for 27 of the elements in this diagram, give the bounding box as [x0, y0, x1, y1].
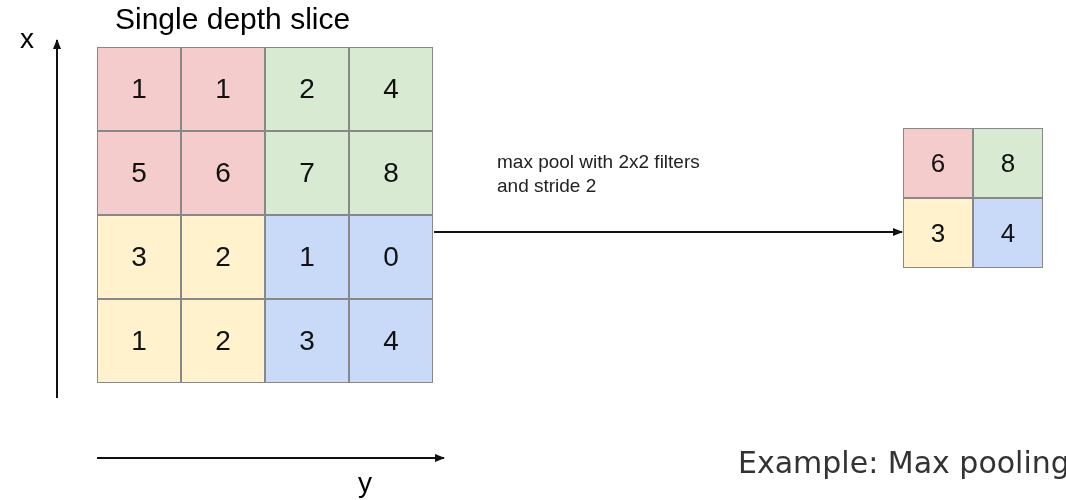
- matrix-value: 3: [97, 215, 181, 299]
- matrix-value: 2: [181, 215, 265, 299]
- matrix-value: 1: [265, 215, 349, 299]
- matrix-value: 4: [349, 47, 433, 131]
- axis-label: x: [20, 24, 34, 54]
- matrix-value: 1: [97, 47, 181, 131]
- grid-title: Single depth slice: [115, 2, 351, 36]
- matrix-value: 2: [265, 47, 349, 131]
- matrix-value: 4: [349, 299, 433, 383]
- matrix-value: 0: [349, 215, 433, 299]
- matrix-value: 3: [265, 299, 349, 383]
- matrix-value: 3: [903, 198, 973, 268]
- matrix-value: 6: [903, 128, 973, 198]
- matrix-value: 1: [181, 47, 265, 131]
- matrix-value: 6: [181, 131, 265, 215]
- matrix-grid: [97, 47, 433, 383]
- matrix-value: 7: [265, 131, 349, 215]
- arrow: [433, 228, 903, 236]
- axis-label: y: [358, 468, 372, 498]
- matrix-grid: [903, 128, 1043, 268]
- matrix-value: 2: [181, 299, 265, 383]
- matrix-value: 8: [973, 128, 1043, 198]
- matrix-value: 5: [97, 131, 181, 215]
- matrix-value: 4: [973, 198, 1043, 268]
- matrix-value: 1: [97, 299, 181, 383]
- matrix-value: 8: [349, 131, 433, 215]
- edge-label: max pool with 2x2 filters and stride 2: [497, 150, 701, 198]
